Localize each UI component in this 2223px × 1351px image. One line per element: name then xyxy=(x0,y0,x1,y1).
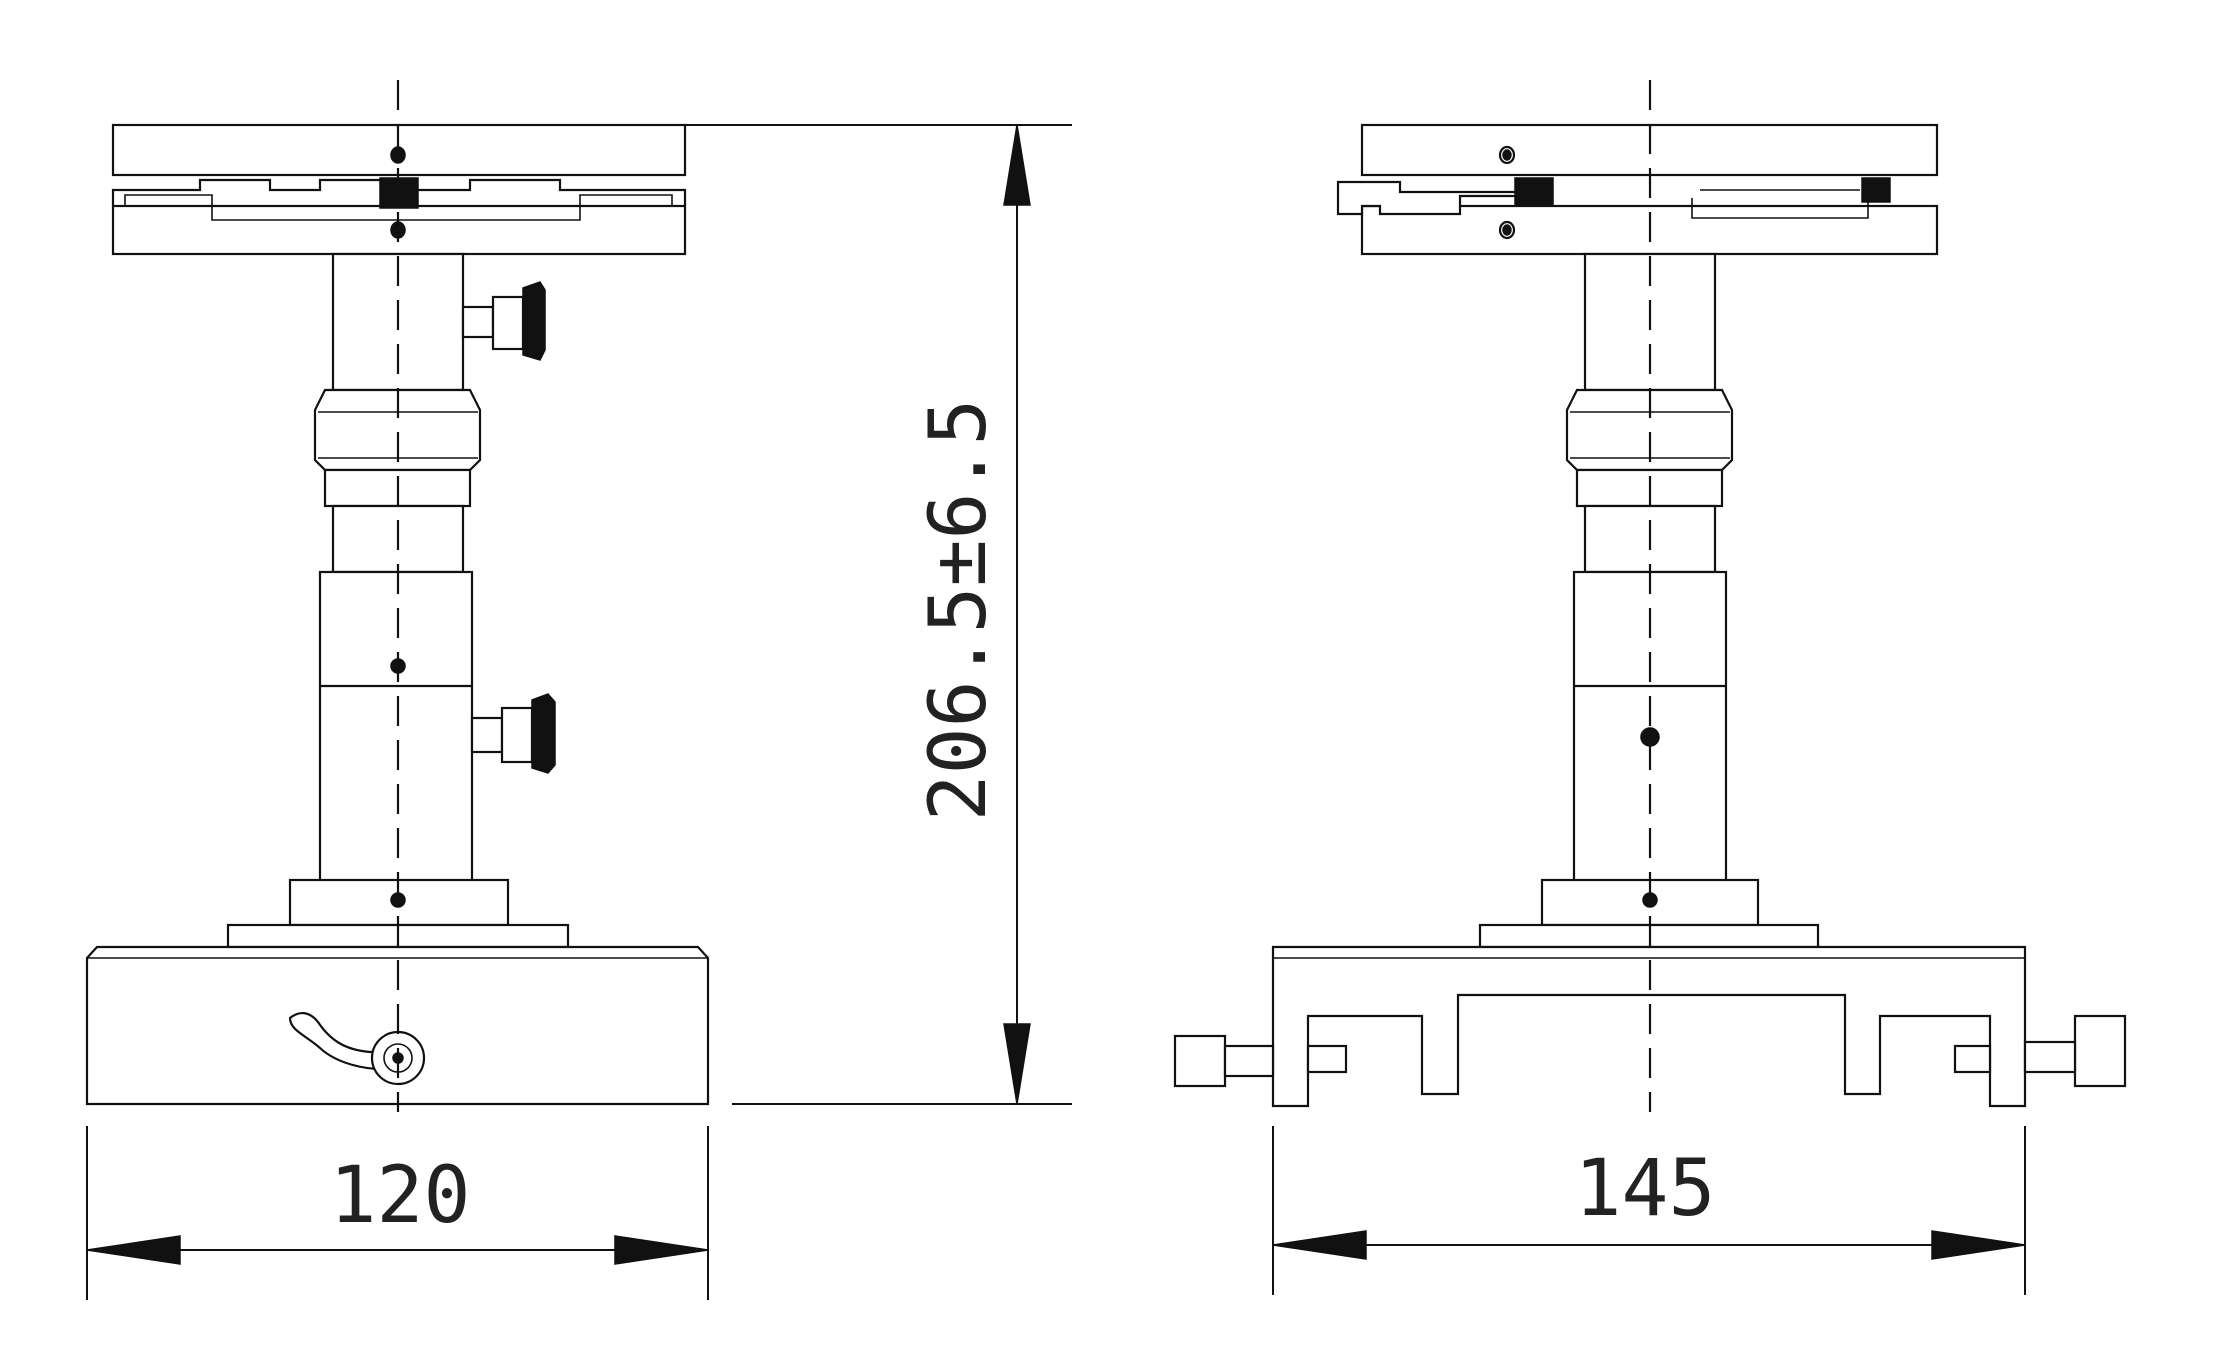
right-clamp-left-knob xyxy=(1173,1034,1227,1088)
left-knob-upper-stem xyxy=(461,305,495,339)
right-view xyxy=(1173,80,2127,1112)
height-arrow-bottom xyxy=(1003,1023,1031,1105)
right-clamp-left-screw xyxy=(1223,1044,1275,1078)
left-lower-column xyxy=(318,570,474,884)
left-width-arrow-right xyxy=(614,1235,709,1265)
left-slide-groove xyxy=(124,194,673,221)
height-dimension: 206.5±6.5 xyxy=(685,124,1072,1105)
left-knob-lower-neck xyxy=(500,706,534,764)
right-width-arrow-left xyxy=(1272,1230,1367,1260)
left-knob-upper-neck xyxy=(491,295,525,351)
height-dimension-label: 206.5±6.5 xyxy=(914,399,1004,822)
right-width-dimension: 145 xyxy=(1272,1126,2026,1295)
height-arrow-top xyxy=(1003,124,1031,206)
left-width-label: 120 xyxy=(330,1151,471,1241)
right-lock-block xyxy=(1514,177,1554,207)
left-width-arrow-left xyxy=(86,1235,181,1265)
left-width-dimension: 120 xyxy=(86,1126,709,1300)
left-view xyxy=(85,80,710,1112)
left-knob-lower-icon xyxy=(531,693,556,774)
right-clamp-right-screw xyxy=(2023,1040,2077,1074)
right-width-arrow-right xyxy=(1931,1230,2026,1260)
left-knob-upper-icon xyxy=(522,281,546,361)
right-width-label: 145 xyxy=(1575,1144,1716,1234)
left-slide-rail xyxy=(111,178,687,206)
left-knob-lower-stem xyxy=(470,716,504,754)
right-side-block xyxy=(1861,177,1891,203)
right-slide-tongue xyxy=(1336,180,1532,216)
right-clamp-right-knob xyxy=(2073,1014,2127,1088)
